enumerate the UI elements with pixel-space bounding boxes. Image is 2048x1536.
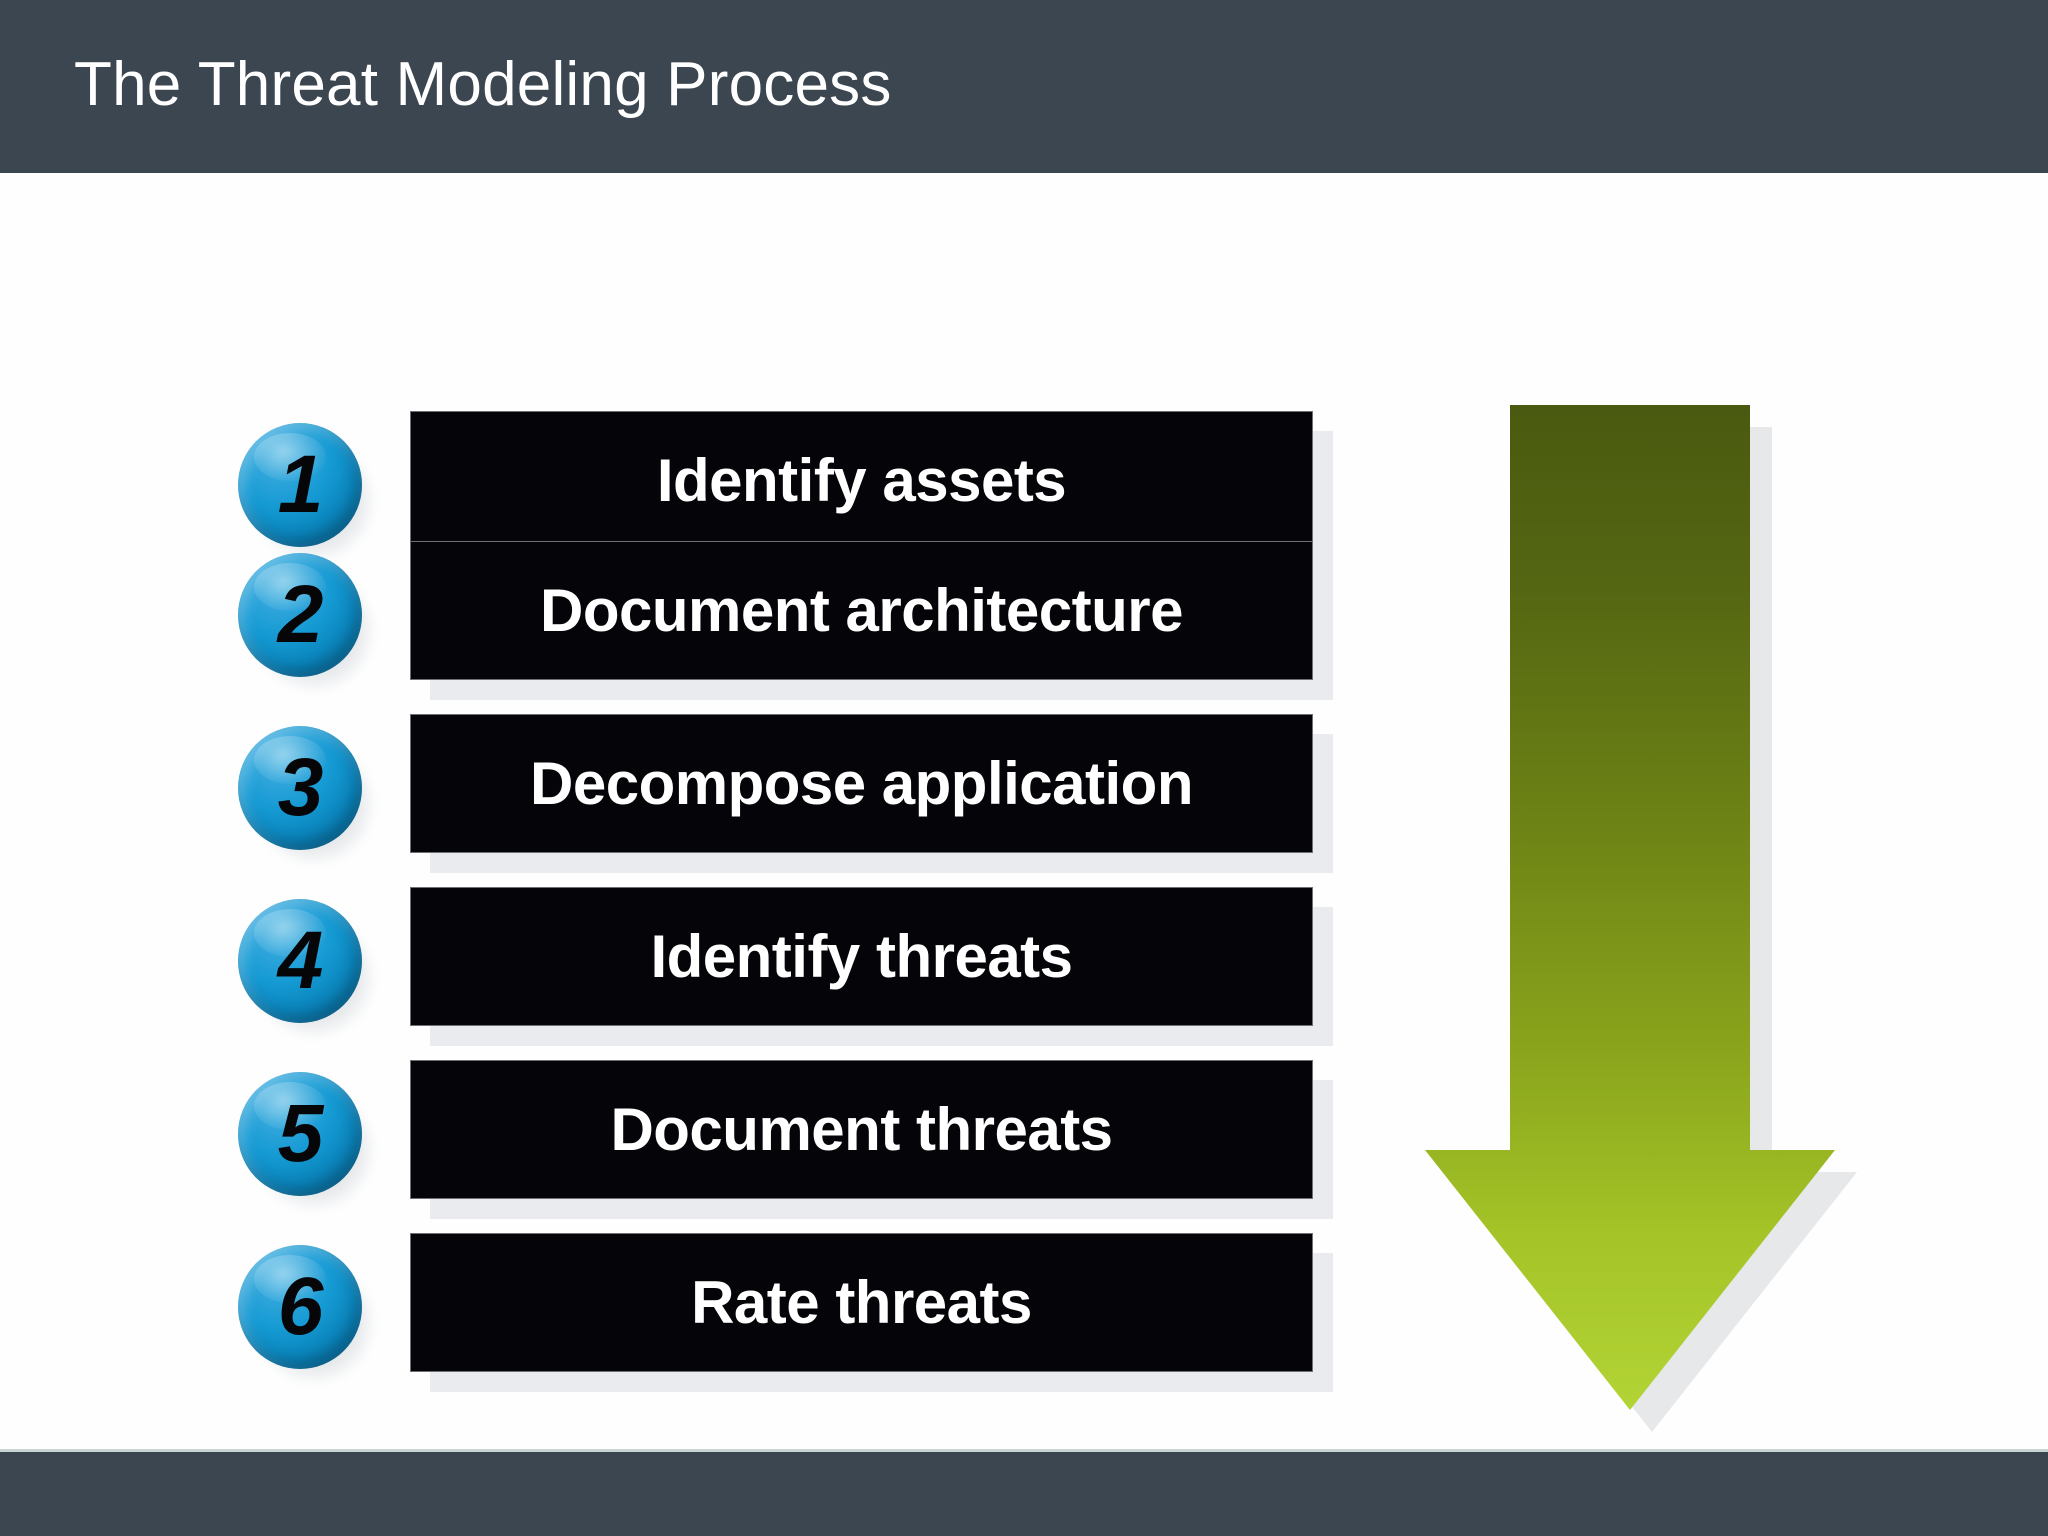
step-number-label: 5 [277,1088,324,1179]
process-step-4[interactable]: 4 Identify threats [0,887,1400,1062]
step-label-text: Document threats [610,1095,1113,1163]
step-label-text: Document architecture [540,576,1184,644]
step-bar[interactable]: Document architecture [410,541,1313,680]
badge-sphere [238,1072,362,1196]
footer-bar [0,1452,2048,1536]
step-number-label: 6 [277,1261,324,1352]
header-bar: The Threat Modeling Process [0,0,2048,173]
footer-divider [0,1449,2048,1452]
process-step-3[interactable]: 3 Decompose application [0,714,1400,889]
step-number-badge-4: 4 [238,899,376,1039]
page-title: The Threat Modeling Process [74,50,892,119]
badge-sphere [238,726,362,850]
step-bar[interactable]: Identify threats [410,887,1313,1026]
step-bar[interactable]: Rate threats [410,1233,1313,1372]
process-step-5[interactable]: 5 Document threats [0,1060,1400,1235]
step-label-bar-5[interactable]: Document threats [410,1060,1335,1220]
step-number-label: 4 [277,915,324,1006]
badge-sphere [238,899,362,1023]
process-step-6[interactable]: 6 Rate threats [0,1233,1400,1408]
process-step-2[interactable]: 2 Document architecture [0,541,1400,716]
step-number-label: 3 [277,742,324,833]
badge-sphere [238,423,362,547]
badge-sphere [238,553,362,677]
step-label-bar-4[interactable]: Identify threats [410,887,1335,1047]
step-number-label: 2 [277,569,324,660]
step-label-text: Identify threats [650,922,1073,990]
step-number-badge-6: 6 [238,1245,376,1385]
step-number-badge-1: 1 [238,423,376,563]
step-bar[interactable]: Document threats [410,1060,1313,1199]
down-arrow-icon [1425,405,1835,1410]
step-label-text: Identify assets [656,446,1067,514]
badge-sphere [238,1245,362,1369]
down-arrow-graphic [1390,405,1860,1435]
step-label-text: Rate threats [691,1268,1032,1336]
step-number-badge-2: 2 [238,553,376,693]
step-number-label: 1 [277,439,324,530]
step-bar[interactable]: Identify assets [410,411,1313,550]
step-label-text: Decompose application [530,749,1193,817]
step-bar[interactable]: Decompose application [410,714,1313,853]
step-label-bar-3[interactable]: Decompose application [410,714,1335,874]
step-number-badge-3: 3 [238,726,376,866]
step-number-badge-5: 5 [238,1072,376,1212]
step-label-bar-6[interactable]: Rate threats [410,1233,1335,1393]
step-label-bar-1[interactable]: Identify assets [410,411,1335,571]
step-label-bar-2[interactable]: Document architecture [410,541,1335,701]
